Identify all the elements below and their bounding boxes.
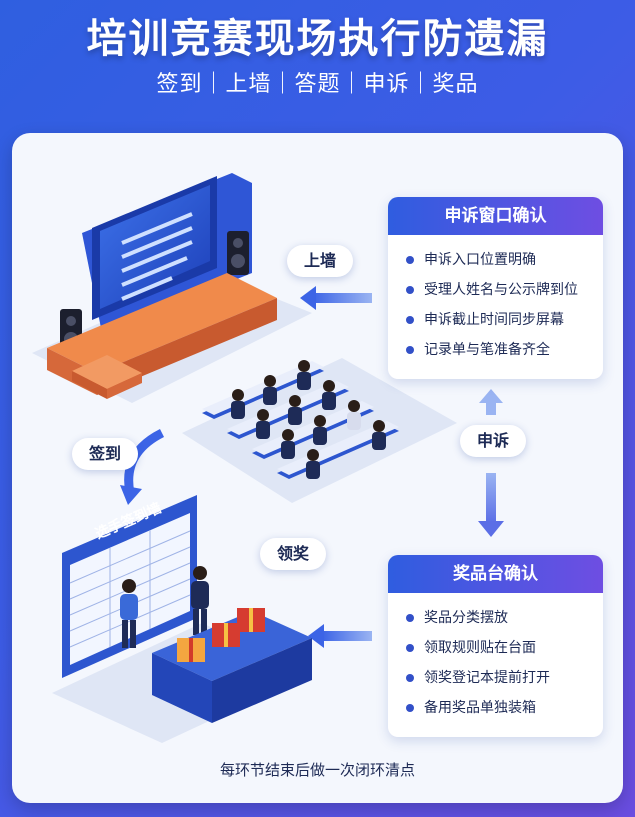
prize-item: 奖品分类摆放 xyxy=(406,603,603,633)
appeal-checklist: 申诉入口位置明确 受理人姓名与公示牌到位 申诉截止时间同步屏幕 记录单与笔准备齐… xyxy=(388,235,603,365)
arrow-appeal-down xyxy=(478,473,504,537)
gift-boxes xyxy=(177,608,265,662)
speaker-right xyxy=(227,231,249,275)
footer-note: 每环节结束后做一次闭环清点 xyxy=(219,761,415,779)
appeal-panel-title: 申诉窗口确认 xyxy=(388,197,603,235)
appeal-item: 受理人姓名与公示牌到位 xyxy=(406,275,603,305)
appeal-item: 申诉截止时间同步屏幕 xyxy=(406,305,603,335)
label-wall: 上墙 xyxy=(287,245,353,277)
label-appeal: 申诉 xyxy=(460,425,526,457)
prize-table-panel: 奖品台确认 奖品分类摆放 领取规则贴在台面 领奖登记本提前打开 备用奖品单独装箱 xyxy=(388,555,603,737)
prize-item: 备用奖品单独装箱 xyxy=(406,693,603,723)
appeal-window-panel: 申诉窗口确认 申诉入口位置明确 受理人姓名与公示牌到位 申诉截止时间同步屏幕 记… xyxy=(388,197,603,379)
checkin-award-illustration xyxy=(52,495,312,743)
audience-illustration xyxy=(182,358,457,503)
appeal-item: 申诉入口位置明确 xyxy=(406,245,603,275)
page-subtitle: 签到｜上墙｜答题｜申诉｜奖品 xyxy=(156,72,479,97)
illustration xyxy=(32,173,504,743)
page-title: 培训竞赛现场执行防遗漏 xyxy=(86,16,549,62)
content-card: 选手签到墙 上墙 签到 领奖 申诉 申诉窗口确认 申诉入口位置明确 受理人姓名与… xyxy=(12,133,623,803)
prize-item: 领取规则贴在台面 xyxy=(406,633,603,663)
stage-screen xyxy=(92,176,217,320)
arrow-to-stage xyxy=(300,286,372,310)
arrow-to-award xyxy=(308,624,372,648)
prize-item: 领奖登记本提前打开 xyxy=(406,663,603,693)
label-award: 领奖 xyxy=(260,538,326,570)
stage-illustration xyxy=(32,173,312,403)
appeal-item: 记录单与笔准备齐全 xyxy=(406,335,603,365)
prize-checklist: 奖品分类摆放 领取规则贴在台面 领奖登记本提前打开 备用奖品单独装箱 xyxy=(388,593,603,723)
prize-panel-title: 奖品台确认 xyxy=(388,555,603,593)
label-checkin: 签到 xyxy=(72,438,138,470)
arrow-appeal-up xyxy=(479,389,503,415)
